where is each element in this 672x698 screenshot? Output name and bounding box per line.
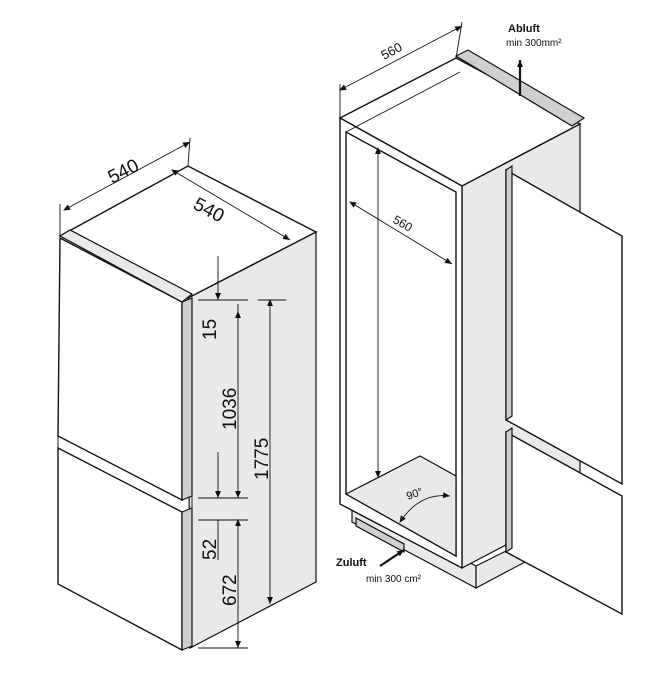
left-lower-height-label: 672 (220, 574, 241, 606)
intake-value: min 300 cm² (366, 574, 422, 585)
left-width-label: 540 (105, 155, 143, 188)
left-appliance: 540 540 15 1036 1775 52 672 (57, 137, 318, 652)
left-upper-height-label: 1036 (220, 388, 241, 430)
exhaust-label: Abluft (508, 23, 540, 35)
niche-width-label: 560 (378, 39, 404, 62)
intake-vent-strip (355, 516, 405, 554)
left-total-height-label: 1775 (252, 438, 273, 480)
intake-label: Zuluft (336, 557, 367, 569)
right-niche: 560 560 90° Abluft min 300mm² Zuluft min… (336, 21, 623, 616)
left-gap-middle-label: 52 (200, 539, 221, 560)
left-gap-top-label: 15 (200, 319, 221, 340)
left-lower-door-edge (181, 507, 193, 651)
left-upper-door-edge (181, 297, 193, 501)
exhaust-value: min 300mm² (506, 38, 562, 49)
left-door-rim (58, 229, 194, 303)
door-angle-label: 90° (405, 486, 425, 503)
